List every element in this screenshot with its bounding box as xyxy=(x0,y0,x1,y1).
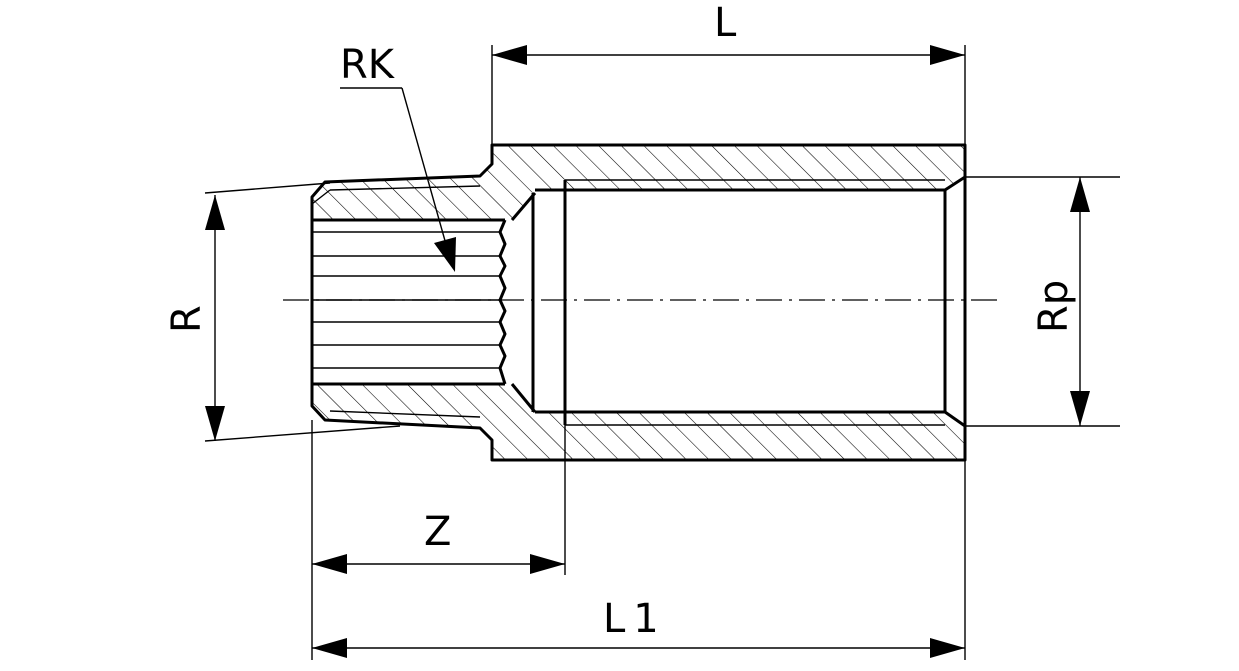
label-Rp: Rp xyxy=(1031,280,1077,333)
label-L: L xyxy=(714,0,737,46)
thread-lines xyxy=(312,219,507,385)
dimension-L xyxy=(492,45,965,65)
section-hatching xyxy=(312,145,965,460)
label-L1: L1 xyxy=(603,596,667,642)
dimension-R xyxy=(205,195,225,441)
extension-lines xyxy=(204,45,1120,660)
leader-RK xyxy=(340,87,456,272)
dimension-Z xyxy=(312,554,565,574)
label-RK: RK xyxy=(340,42,396,88)
dimension-Rp xyxy=(1070,177,1090,426)
label-R: R xyxy=(164,305,210,333)
dimension-L1 xyxy=(312,638,965,658)
label-Z: Z xyxy=(424,509,451,555)
